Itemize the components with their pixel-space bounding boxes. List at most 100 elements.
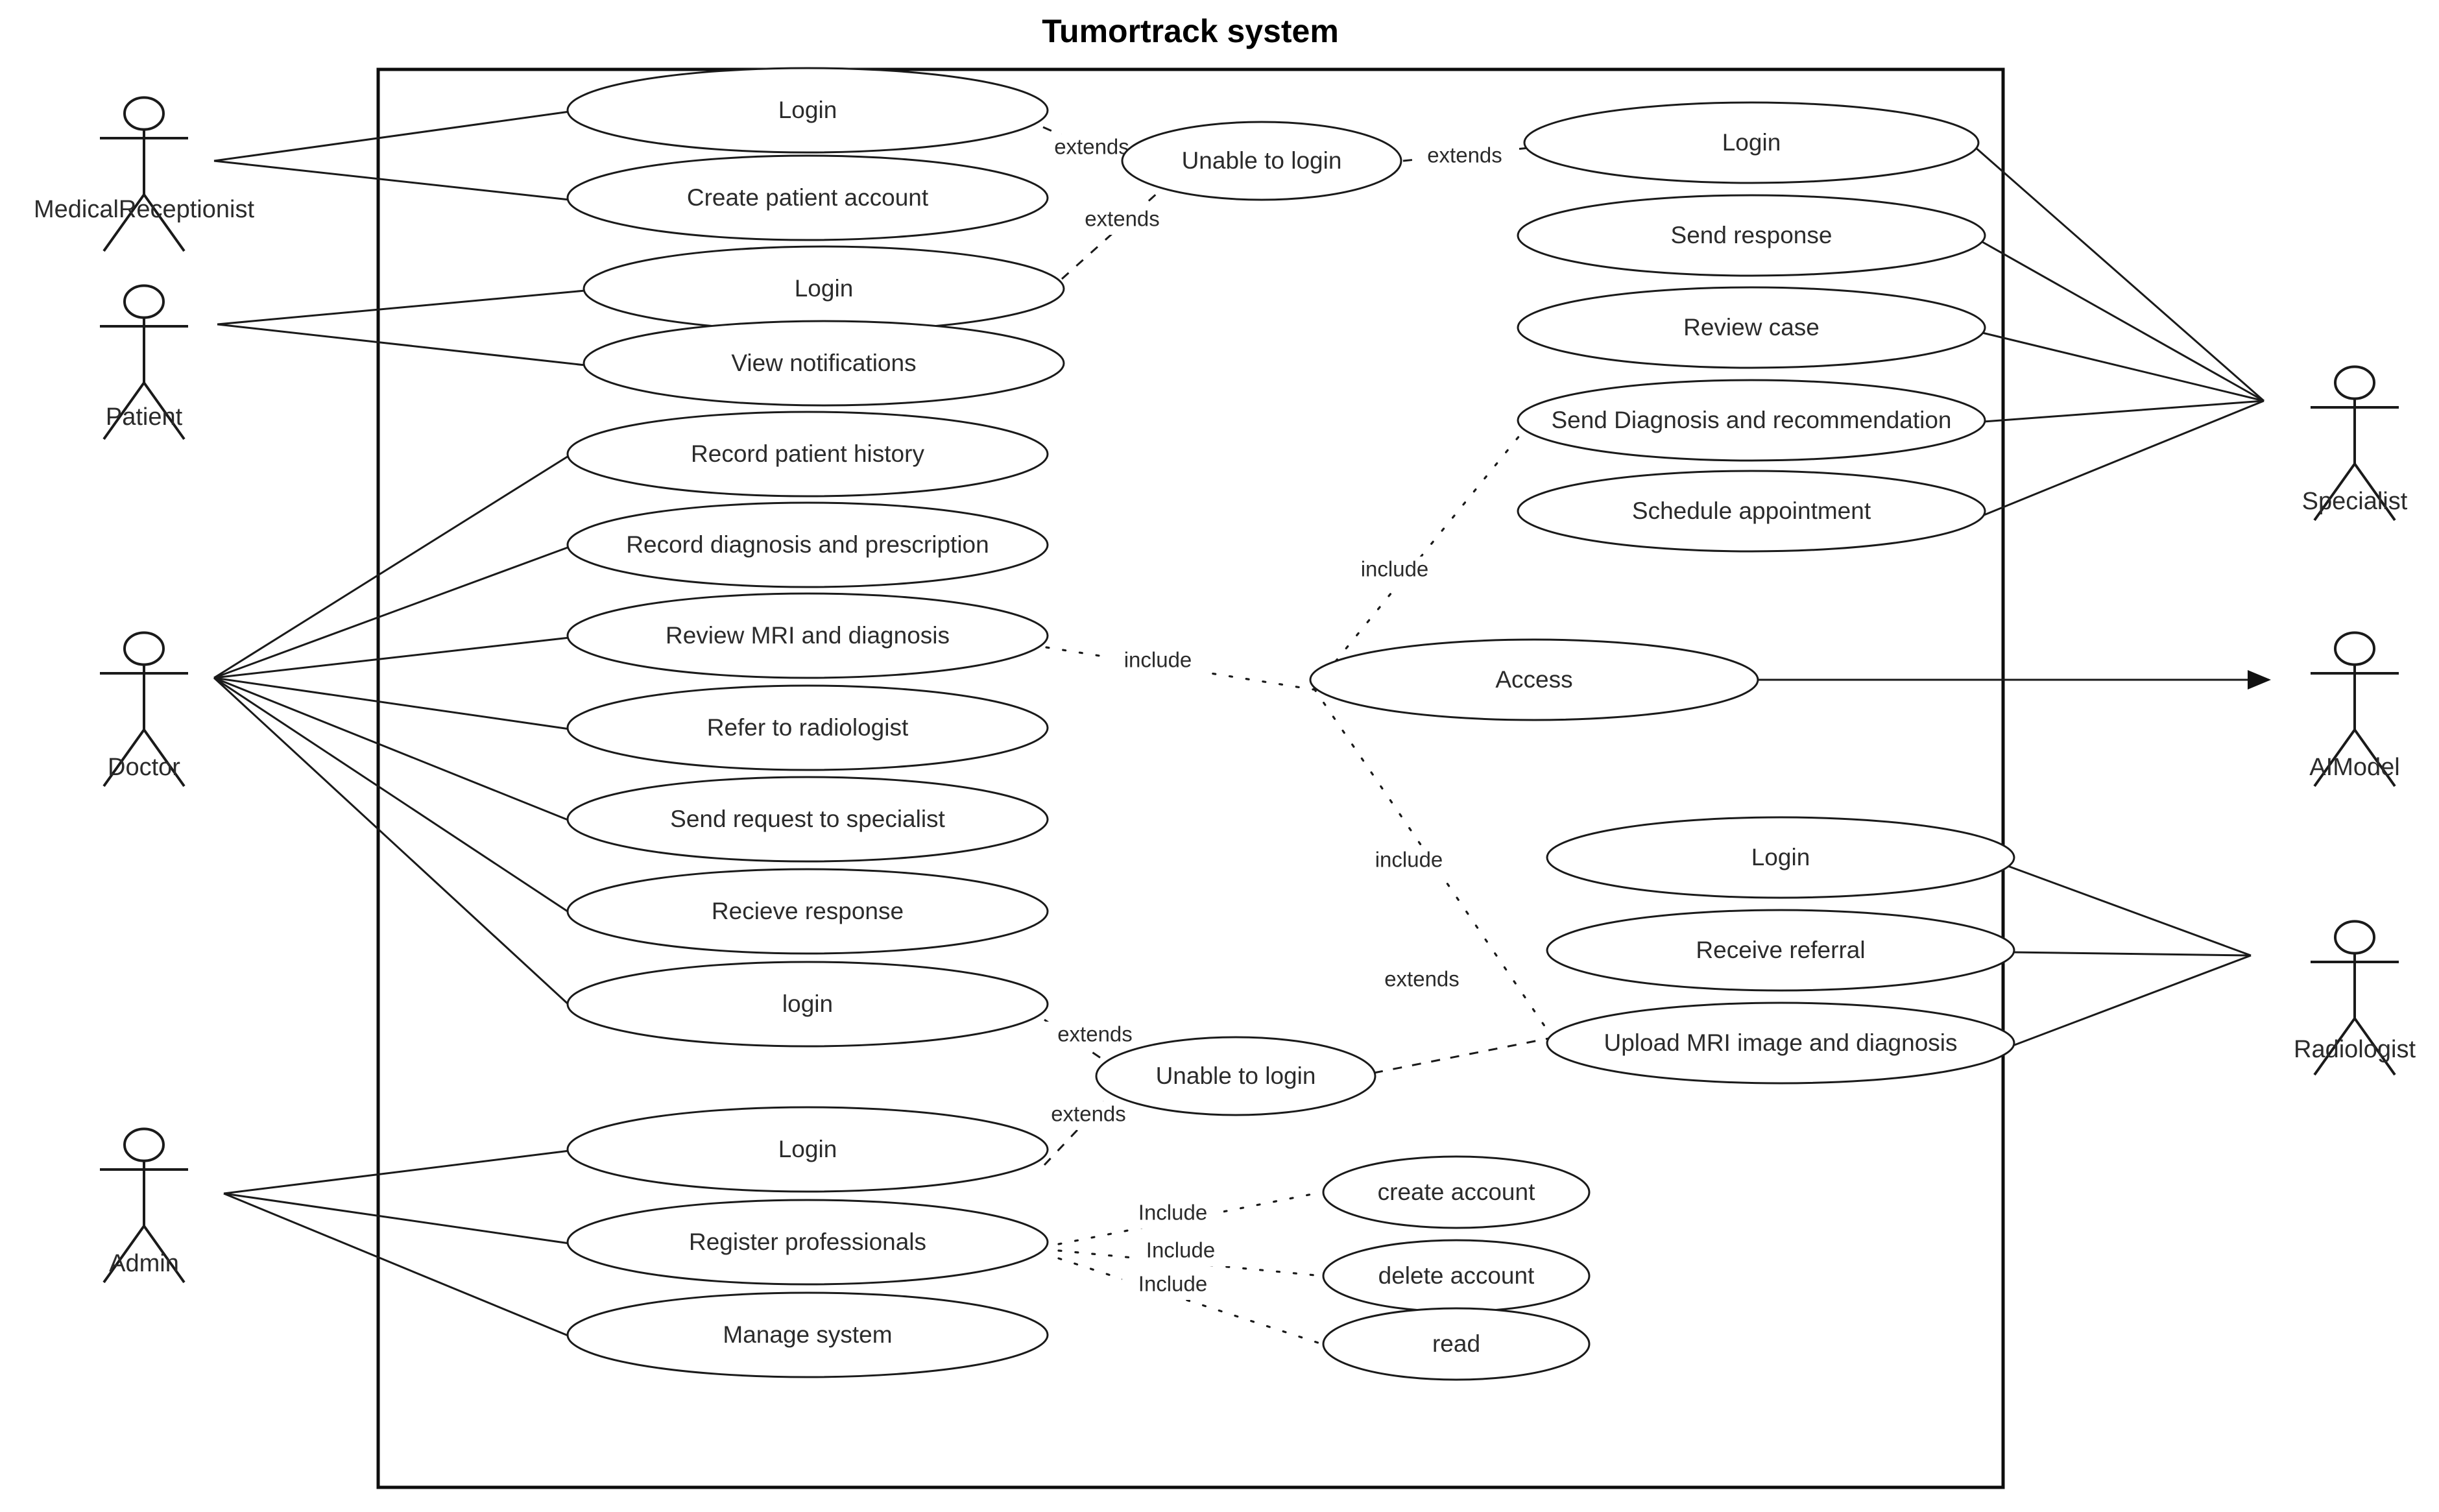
use-case-uc-send-diagnosis[interactable]: Send Diagnosis and recommendation [1517,379,1986,462]
use-case-label: Send response [1671,222,1832,248]
use-case-ellipse[interactable] [566,1199,1049,1286]
use-case-label: Send request to specialist [670,806,945,832]
use-case-uc-create-patient[interactable]: Create patient account [566,154,1049,241]
use-case-uc-doctor-login[interactable]: login [566,961,1049,1048]
actor-label: Radiologist [2294,1036,2416,1063]
use-case-uc-record-diagnosis[interactable]: Record diagnosis and prescription [566,501,1049,588]
association-line [1983,400,2265,423]
dependency-dep-review-mri-include: include [1045,646,1315,691]
association-assoc-spec-response [1982,241,2265,402]
actor-radiologist[interactable]: Radiologist [2294,920,2416,1076]
actor-leg-left [102,193,145,252]
actor-admin[interactable]: Admin [100,1127,188,1284]
dependency-label: Include [1138,1201,1207,1225]
use-case-label: Receive referral [1696,937,1865,963]
use-case-ellipse[interactable] [1517,286,1986,369]
use-case-uc-rad-login[interactable]: Login [1546,816,2015,899]
use-case-uc-review-case[interactable]: Review case [1517,286,1986,369]
use-case-ellipse[interactable] [1322,1155,1591,1229]
use-case-uc-review-mri[interactable]: Review MRI and diagnosis [566,592,1049,679]
dependency-label: extends [1057,1022,1133,1046]
actor-leg-right [143,728,186,787]
actor-patient[interactable]: Patient [100,284,188,440]
association-assoc-doctor-login [213,677,571,1007]
association-assoc-admin-login [223,1149,570,1195]
actor-medical-receptionist[interactable]: MedicalReceptionist [34,96,254,252]
use-case-ellipse[interactable] [1517,194,1986,277]
association-line [213,110,570,162]
actor-doctor[interactable]: Doctor [100,631,188,787]
use-case-ellipse[interactable] [1517,379,1986,462]
association-assoc-spec-login [1975,147,2265,402]
use-case-uc-spec-login[interactable]: Login [1523,101,1980,184]
association-assoc-doctor-request [213,677,570,822]
use-case-uc-view-notifications[interactable]: View notifications [583,320,1065,407]
actor-leg-right [2353,462,2396,522]
use-case-ellipse[interactable] [566,1291,1049,1378]
association-assoc-patient-login [217,289,586,326]
use-case-uc-refer-radiologist[interactable]: Refer to radiologist [566,684,1049,771]
use-case-uc-unable-login-bot[interactable]: Unable to login [1095,1036,1376,1116]
actor-leg-right [143,381,186,440]
use-case-uc-recieve-response[interactable]: Recieve response [566,868,1049,955]
use-case-uc-schedule-appt[interactable]: Schedule appointment [1517,470,1986,553]
use-case-uc-read[interactable]: read [1322,1307,1591,1381]
use-case-uc-upload-mri[interactable]: Upload MRI image and diagnosis [1546,1002,2015,1085]
use-case-label: Create patient account [687,184,929,211]
association-line [2011,951,2252,957]
actor-head-icon [123,284,165,319]
association-layer [213,110,2271,1338]
use-case-ellipse[interactable] [1309,638,1759,721]
use-case-uc-recep-login[interactable]: Login [566,67,1049,154]
use-case-ellipse[interactable] [1322,1307,1591,1381]
use-case-label: Record patient history [691,440,924,467]
use-case-ellipse[interactable] [566,67,1049,154]
use-case-ellipse[interactable] [1523,101,1980,184]
actor-leg-left [2313,462,2356,522]
use-case-uc-access[interactable]: Access [1309,638,1759,721]
dependency-label: include [1124,648,1192,672]
use-case-ellipse[interactable] [566,1106,1049,1193]
use-case-ellipse[interactable] [566,776,1049,863]
association-line [213,160,570,201]
association-line [223,1192,570,1338]
use-case-uc-create-account[interactable]: create account [1322,1155,1591,1229]
use-case-ellipse[interactable] [583,320,1065,407]
dependency-dep-register-read: Include [1057,1257,1323,1345]
use-case-uc-receive-referral[interactable]: Receive referral [1546,909,2015,992]
use-case-uc-admin-login[interactable]: Login [566,1106,1049,1193]
use-case-ellipse[interactable] [566,154,1049,241]
use-case-uc-unable-login-top[interactable]: Unable to login [1121,121,1402,201]
association-line [223,1149,570,1195]
use-case-uc-manage-system[interactable]: Manage system [566,1291,1049,1378]
use-case-ellipse[interactable] [1517,470,1986,553]
use-case-ellipse[interactable] [566,592,1049,679]
use-case-uc-send-response[interactable]: Send response [1517,194,1986,277]
association-line [1982,400,2265,517]
use-case-ellipse[interactable] [1095,1036,1376,1116]
use-case-ellipse[interactable] [566,961,1049,1048]
dependency-line [1373,1037,1552,1074]
use-case-uc-send-request[interactable]: Send request to specialist [566,776,1049,863]
use-case-ellipse[interactable] [566,411,1049,498]
actor-aimodel[interactable]: AIModel [2309,631,2400,787]
dependency-label-bg [1038,1101,1139,1130]
use-case-ellipse[interactable] [1546,909,2015,992]
use-case-uc-record-history[interactable]: Record patient history [566,411,1049,498]
use-case-uc-delete-account[interactable]: delete account [1322,1239,1591,1313]
use-case-label: Schedule appointment [1632,498,1871,524]
use-case-ellipse[interactable] [566,684,1049,771]
association-assoc-admin-manage [223,1192,570,1338]
use-case-ellipse[interactable] [566,868,1049,955]
use-case-ellipse[interactable] [566,501,1049,588]
actor-specialist[interactable]: Specialist [2302,365,2408,522]
use-case-uc-patient-login[interactable]: Login [583,245,1065,332]
use-case-ellipse[interactable] [1546,816,2015,899]
association-assoc-rad-login [2007,865,2252,957]
use-case-uc-register-prof[interactable]: Register professionals [566,1199,1049,1286]
use-case-ellipse[interactable] [1546,1002,2015,1085]
use-case-label: create account [1378,1179,1535,1205]
dependency-dep-adminlogin-extends: extends [1038,1094,1139,1166]
use-case-ellipse[interactable] [1121,121,1402,201]
